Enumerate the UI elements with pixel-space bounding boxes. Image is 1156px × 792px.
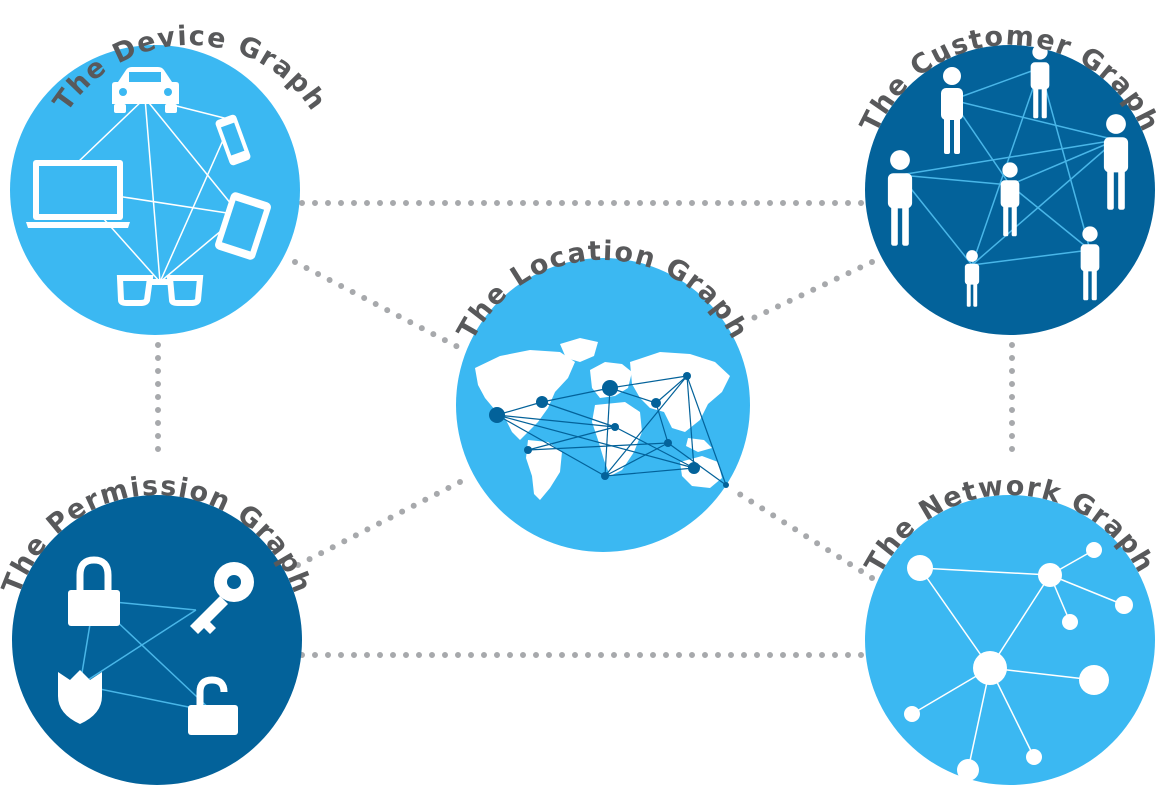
person-icon	[1030, 44, 1050, 119]
shield-icon	[58, 670, 102, 724]
network-graph: The Network Graph	[859, 471, 1156, 785]
connectors	[155, 200, 1015, 658]
people-network-icon	[887, 44, 1129, 307]
person-icon	[941, 67, 963, 154]
person-icon	[1000, 162, 1020, 237]
node-network-icon	[904, 542, 1133, 781]
location-graph: The Location Graph	[451, 236, 753, 552]
connector-customer-location	[742, 259, 875, 325]
key-icon	[190, 562, 254, 634]
connector-device-location	[292, 259, 463, 351]
permission-graph: The Permission Graph	[0, 471, 316, 785]
lock-closed-icon	[68, 556, 120, 626]
person-icon	[887, 150, 913, 246]
connector-permission-location	[295, 479, 463, 568]
world-map-icon	[475, 338, 730, 500]
device-network-icon	[26, 67, 271, 306]
lock-key-network-icon	[58, 556, 254, 735]
network-graph-circle	[865, 495, 1155, 785]
tablet-icon	[215, 192, 271, 260]
person-icon	[1103, 114, 1129, 210]
customer-graph: The Customer Graph	[854, 20, 1156, 335]
connector-network-location	[727, 485, 875, 581]
car-icon	[112, 67, 179, 113]
smartphone-icon	[215, 114, 251, 166]
device-graph: The Device Graph	[10, 21, 331, 335]
person-icon	[964, 250, 980, 307]
lock-open-icon	[188, 676, 238, 735]
laptop-icon	[26, 160, 130, 228]
person-icon	[1080, 226, 1100, 301]
glasses-icon	[116, 275, 204, 306]
